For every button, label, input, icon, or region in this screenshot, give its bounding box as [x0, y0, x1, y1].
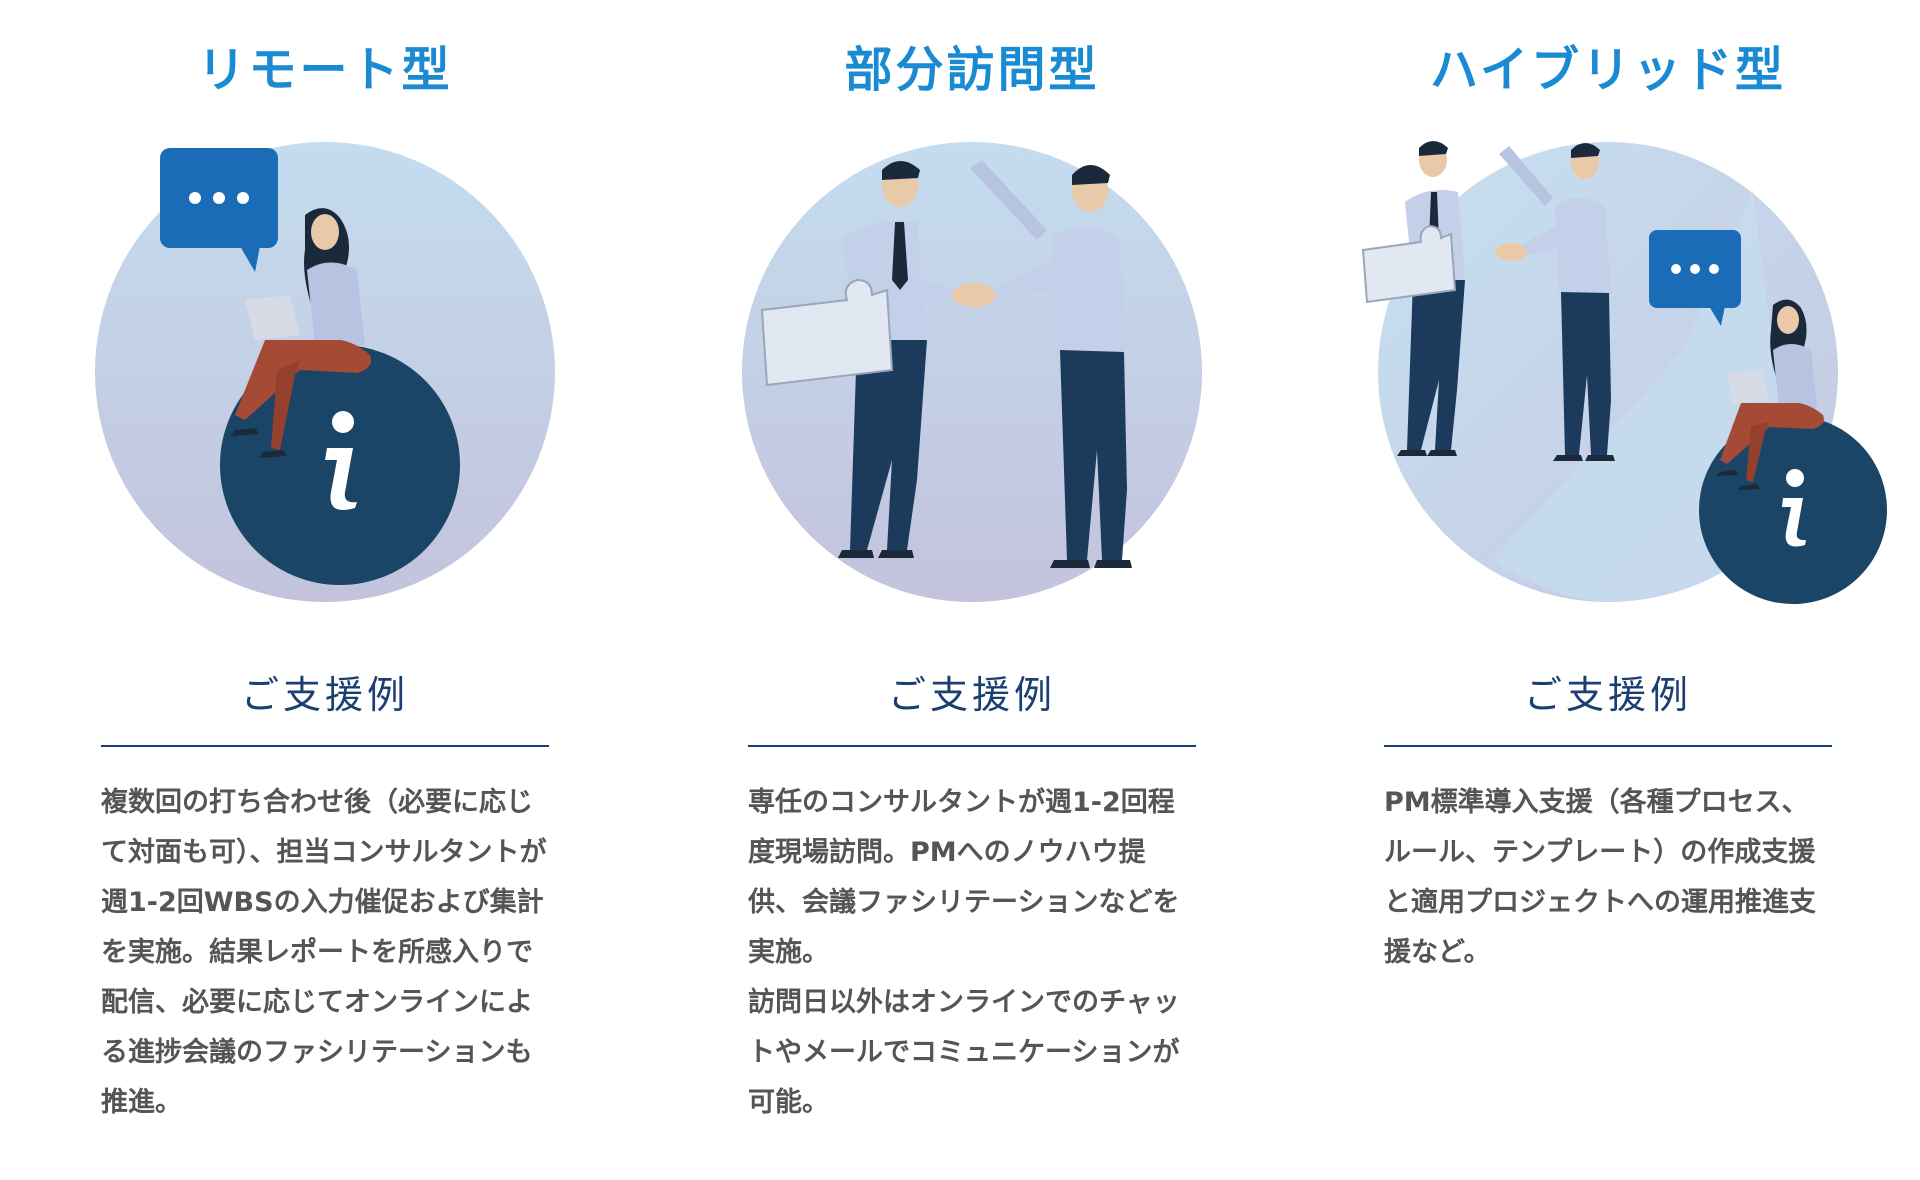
- info-icon: [1699, 416, 1887, 604]
- remote-divider: [101, 745, 549, 747]
- remote-desc-paragraph: 複数回の打ち合わせ後（必要に応じて対面も可）、担当コンサルタントが週1-2回WB…: [101, 787, 547, 1118]
- remote-subtitle: ご支援例: [240, 673, 409, 717]
- puzzle-piece-icon: [760, 278, 894, 387]
- hybrid-subtitle: ご支援例: [1523, 673, 1692, 717]
- hybrid-desc-paragraph: PM標準導入支援（各種プロセス、ルール、テンプレート）の作成支援と適用プロジェク…: [1384, 787, 1816, 968]
- partial-visit-divider: [748, 745, 1196, 747]
- partial-visit-desc-paragraph-1: 専任のコンサルタントが週1-2回程度現場訪問。PMへのノウハウ提供、会議ファシリ…: [748, 787, 1180, 968]
- woman-with-laptop-figure: [231, 208, 372, 458]
- handshake-figures: [1361, 141, 1615, 461]
- remote-type-title: リモート型: [197, 42, 453, 98]
- chat-bubble-icon: [1649, 230, 1741, 326]
- partial-visit-desc-paragraph-2: 訪問日以外はオンラインでのチャットやメールでコミュニケーションが可能。: [748, 987, 1180, 1118]
- remote-description: 複数回の打ち合わせ後（必要に応じて対面も可）、担当コンサルタントが週1-2回WB…: [101, 778, 551, 1128]
- partial-visit-description: 専任のコンサルタントが週1-2回程度現場訪問。PMへのノウハウ提供、会議ファシリ…: [748, 778, 1198, 1128]
- partial-visit-subtitle: ご支援例: [887, 673, 1056, 717]
- woman-with-laptop-figure: [1716, 299, 1824, 490]
- hybrid-description: PM標準導入支援（各種プロセス、ルール、テンプレート）の作成支援と適用プロジェク…: [1384, 778, 1834, 978]
- partial-visit-illustration: [742, 130, 1202, 610]
- handshake-figures: [760, 160, 1132, 568]
- hybrid-illustration: [1333, 130, 1893, 610]
- remote-illustration: [95, 130, 555, 610]
- puzzle-piece-icon: [1361, 224, 1457, 304]
- hybrid-type-title: ハイブリッド型: [1429, 42, 1787, 98]
- partial-visit-type-title: 部分訪問型: [844, 42, 1100, 98]
- chat-bubble-icon: [160, 148, 278, 272]
- hybrid-divider: [1384, 745, 1832, 747]
